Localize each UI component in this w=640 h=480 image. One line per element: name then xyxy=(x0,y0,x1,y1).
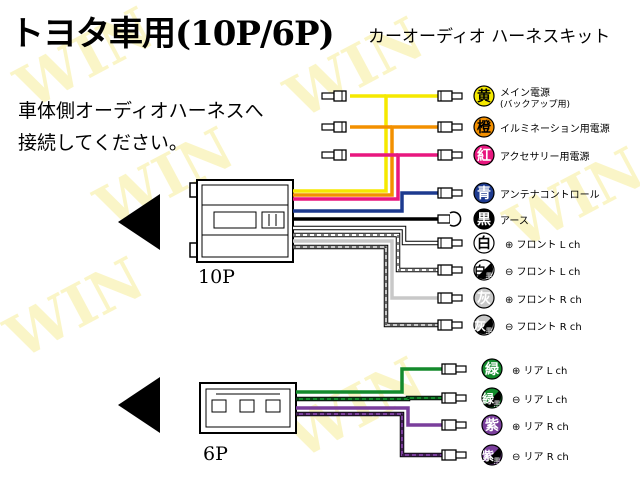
wire-6p-2 xyxy=(296,406,442,427)
color-badge-10p-4 xyxy=(473,208,495,230)
page-subtitle: カーオーディオ ハーネスキット xyxy=(368,27,611,47)
male-terminal-10p-2-body xyxy=(333,149,347,161)
wire-10p-6 xyxy=(293,233,438,272)
female-terminal-6p-2-tip xyxy=(455,421,467,429)
wire-label-10p-1: イルミネーション用電源 xyxy=(500,124,610,135)
wire-label-10p-8: ⊖ フロント R ch xyxy=(505,322,582,333)
color-badge-6p-3-char2: 黒 xyxy=(494,457,501,465)
wire-6p-1-stripe xyxy=(296,397,442,400)
color-badge-10p-8-char2: 黒 xyxy=(486,327,493,335)
color-badge-6p-1-char2: 黒 xyxy=(494,400,501,408)
instruction-line-1: 車体側オーディオハーネスへ xyxy=(18,100,264,122)
female-terminal-10p-8-tip xyxy=(451,321,463,329)
color-badge-10p-5-char: 白 xyxy=(477,235,491,252)
arrow-left-icon-10p xyxy=(118,194,160,250)
male-terminal-10p-0-body xyxy=(333,90,347,102)
wire-10p-8-stripe xyxy=(293,246,438,326)
ring-terminal-10p-4-ring xyxy=(449,211,462,227)
color-badge-10p-3-char: 青 xyxy=(477,185,491,202)
color-badge-10p-8-half xyxy=(477,318,494,335)
female-terminal-10p-7-tip xyxy=(451,294,463,302)
male-terminal-10p-1-body xyxy=(333,121,347,133)
wire-label-6p-3: ⊖ リア R ch xyxy=(512,452,569,463)
wire-label-10p-6: ⊖ フロント L ch xyxy=(505,267,581,278)
connector-10p-label: 10P xyxy=(198,266,235,288)
female-terminal-10p-0-tip xyxy=(451,92,463,100)
female-terminal-10p-1-tip xyxy=(451,123,463,131)
wire-label-10p-3: アンテナコントロール xyxy=(500,190,600,201)
wire-badges: 黄橙紅青黒白白黒灰灰黒緑緑黒紫紫黒 xyxy=(473,85,503,466)
female-terminal-6p-1-tip xyxy=(455,394,467,402)
connector-6p-label: 6P xyxy=(203,443,228,465)
wire-10p-3 xyxy=(293,191,438,213)
wire-6p-0 xyxy=(296,367,442,394)
color-badge-10p-0 xyxy=(473,85,495,107)
wire-label-6p-2: ⊕ リア R ch xyxy=(512,422,569,433)
instruction-line-2: 接続してください。 xyxy=(18,132,188,154)
wire-label-10p-5: ⊕ フロント L ch xyxy=(505,240,581,251)
color-badge-10p-7 xyxy=(473,287,495,309)
female-terminal-6p-0-tip xyxy=(455,365,467,373)
wire-label-6p-1: ⊖ リア L ch xyxy=(512,395,568,406)
color-badge-6p-1-half xyxy=(485,391,501,407)
wires-6p xyxy=(296,363,467,461)
color-badge-6p-2-char: 紫 xyxy=(485,417,499,434)
color-badge-10p-6-char: 白 xyxy=(474,263,486,278)
page-title: トヨタ車用(10P/6P) xyxy=(10,14,335,54)
color-badge-6p-1-char: 緑 xyxy=(482,391,495,406)
wire-10p-7 xyxy=(293,239,438,300)
arrow-left-icon-6p xyxy=(118,377,160,433)
female-terminal-10p-3-tip xyxy=(451,189,463,197)
color-badge-10p-1 xyxy=(473,116,495,138)
color-badge-6p-3-char: 紫 xyxy=(482,448,494,463)
female-terminal-10p-5-tip xyxy=(451,239,463,247)
female-terminal-10p-6-tip xyxy=(451,266,463,274)
wire-label-10p-0: メイン電源 xyxy=(500,88,550,99)
color-badge-10p-6-char2: 黒 xyxy=(486,272,493,280)
color-badge-10p-4-char: 黒 xyxy=(477,212,491,228)
wire-label-10p-4: アース xyxy=(500,216,529,227)
color-badge-10p-5 xyxy=(473,232,495,254)
wire-label-10p-2: アクセサリー用電源 xyxy=(500,152,590,163)
color-badge-10p-2 xyxy=(473,144,495,166)
color-badge-10p-2-char: 紅 xyxy=(477,147,491,164)
color-badge-10p-7-char: 灰 xyxy=(477,290,491,307)
color-badge-6p-0 xyxy=(481,358,503,380)
wires-10p xyxy=(293,90,463,331)
connector-10p xyxy=(189,179,294,263)
color-badge-6p-0-char: 緑 xyxy=(485,361,500,378)
wire-label-10p-7: ⊕ フロント R ch xyxy=(505,295,582,306)
color-badge-10p-1-char: 橙 xyxy=(477,119,492,136)
wire-6p-3-stripe xyxy=(296,413,442,456)
color-badge-6p-2 xyxy=(481,414,503,436)
color-badge-10p-3 xyxy=(473,182,495,204)
wire-label-10p-0-line2: (バックアップ用) xyxy=(500,100,571,110)
female-terminal-10p-2-tip xyxy=(451,151,463,159)
color-badge-10p-8-char: 灰 xyxy=(474,318,486,333)
wire-10p-2 xyxy=(293,153,438,201)
wire-10p-1 xyxy=(293,125,438,197)
color-badge-6p-3-half xyxy=(485,448,502,465)
color-badge-10p-0-char: 黄 xyxy=(477,88,491,105)
wire-label-6p-0: ⊕ リア L ch xyxy=(512,366,568,377)
color-badge-10p-6-half xyxy=(477,263,494,280)
wire-10p-0 xyxy=(293,94,438,193)
female-terminal-6p-3-tip xyxy=(455,451,467,459)
wire-10p-5 xyxy=(293,226,438,245)
